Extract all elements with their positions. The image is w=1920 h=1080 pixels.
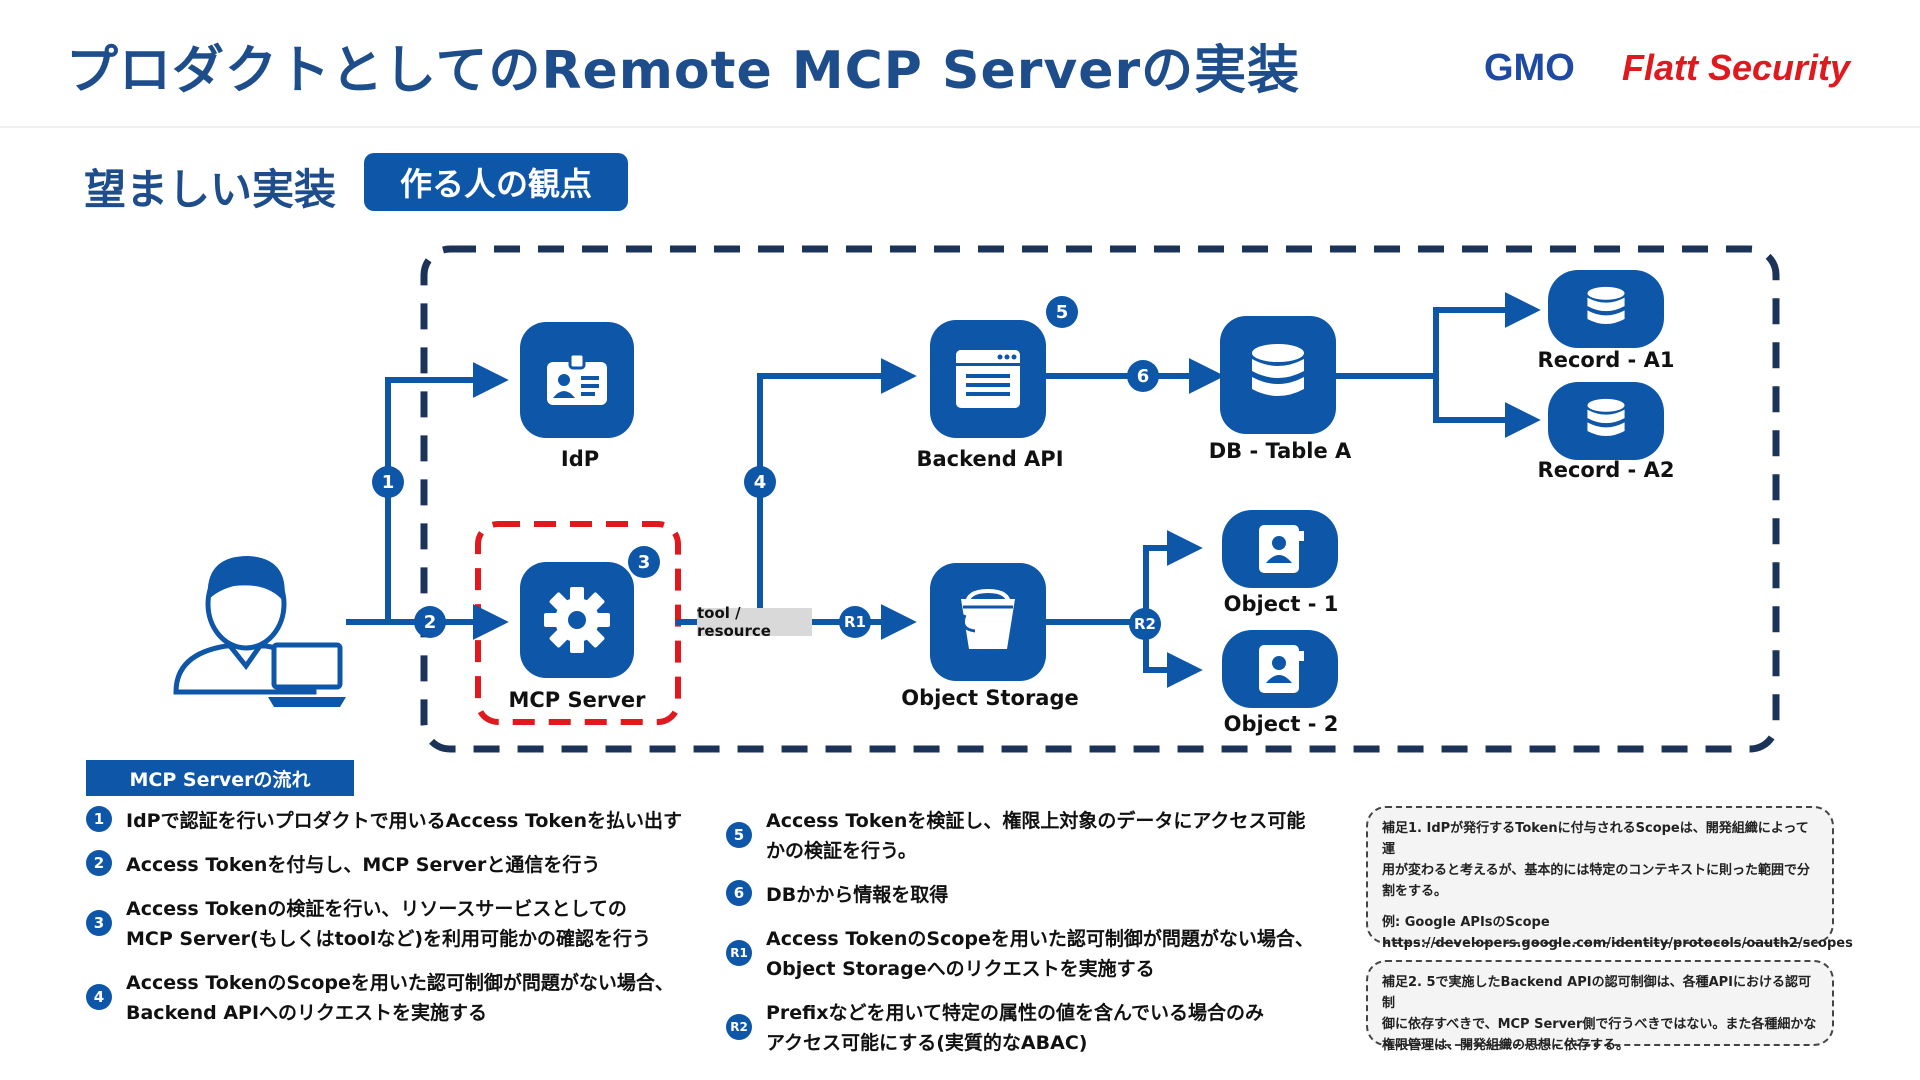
step-number: 3: [86, 910, 112, 936]
step-number: 5: [726, 822, 752, 848]
edge-number-6: 6: [1127, 360, 1159, 392]
object-1-node: [1222, 510, 1338, 588]
edge-db-record-a1: [1433, 292, 1541, 376]
section-subtitle: 望ましい実装: [84, 165, 337, 214]
database-icon: [1587, 398, 1625, 436]
object-2-label: Object - 2: [1223, 712, 1339, 736]
edge-number-1: 1: [372, 466, 404, 498]
contact-file-icon: [1259, 525, 1304, 573]
step-text: Access TokenのScopeを用いた認可制御が問題がない場合、 Back…: [126, 972, 674, 1024]
flow-title: MCP Serverの流れ: [86, 760, 354, 796]
flow-step: R2 Prefixなどを用いて特定の属性の値を含んでいる場合のみ アクセス可能に…: [726, 998, 1264, 1058]
record-a1-node: [1548, 270, 1664, 348]
edge-storage-object-1: [1143, 530, 1203, 622]
edge-number-2: 2: [414, 606, 446, 638]
browser-window-icon: [956, 350, 1020, 408]
step-text: IdPで認証を行いプロダクトで用いるAccess Tokenを払い出す: [126, 810, 682, 832]
flow-step: 1 IdPで認証を行いプロダクトで用いるAccess Tokenを払い出す: [86, 806, 682, 836]
step-number: 1: [86, 806, 112, 832]
flow-step: 6 DBかから情報を取得: [726, 880, 948, 910]
edge-mcp-backend: [757, 358, 917, 622]
flow-step: 2 Access Tokenを付与し、MCP Serverと通信を行う: [86, 850, 600, 880]
backend-api-label: Backend API: [916, 447, 1064, 471]
edge-user-idp: [385, 362, 509, 622]
edge-db-record-a2: [1433, 376, 1541, 438]
gear-icon: [544, 587, 610, 653]
db-table-node: [1220, 316, 1336, 434]
bucket-icon: [961, 589, 1015, 649]
step-number: R2: [726, 1014, 752, 1040]
supplement-note-1: 補足1. IdPが発行するTokenに付与されるScopeは、開発組織によって運…: [1366, 806, 1853, 951]
logo-gmo-text: GMO: [1484, 47, 1575, 89]
backend-api-node: [930, 320, 1046, 438]
step-text: Access Tokenを検証し、権限上対象のデータにアクセス可能 かの検証を行…: [766, 810, 1306, 862]
record-a2-label: Record - A2: [1537, 458, 1675, 482]
edge-number-r2: R2: [1129, 608, 1161, 640]
db-table-label: DB - Table A: [1208, 439, 1352, 463]
perspective-badge: 作る人の観点: [364, 153, 628, 211]
edge-number-3: 3: [628, 546, 660, 578]
step-number: 4: [86, 984, 112, 1010]
gmo-flatt-security-logo: GMO Flatt Security: [1484, 47, 1852, 89]
note-2-text: 補足2. 5で実施したBackend APIの認可制御は、各種APIにおける認可…: [1382, 975, 1817, 1053]
note-1-text: 補足1. IdPが発行するTokenに付与されるScopeは、開発組織によって運…: [1382, 821, 1810, 899]
flow-step: 3 Access Tokenの検証を行い、リソースサービスとしての MCP Se…: [86, 894, 651, 954]
step-text: Prefixなどを用いて特定の属性の値を含んでいる場合のみ アクセス可能にする(…: [766, 1002, 1265, 1054]
contact-file-icon: [1259, 645, 1304, 693]
edge-number-r1: R1: [839, 606, 871, 638]
edge-number-4: 4: [744, 466, 776, 498]
idp-node: [520, 322, 634, 438]
page-title: プロダクトとしてのRemote MCP Serverの実装: [66, 41, 1301, 101]
object-storage-label: Object Storage: [901, 686, 1079, 710]
logo-flatt-text: Flatt Security: [1622, 47, 1852, 88]
header: プロダクトとしてのRemote MCP Serverの実装 GMO Flatt …: [0, 0, 1920, 128]
object-2-node: [1222, 630, 1338, 708]
mcp-server-node: [520, 562, 634, 678]
mcp-server-label: MCP Server: [508, 688, 646, 712]
database-icon: [1587, 286, 1625, 324]
trust-boundary: [420, 245, 1780, 753]
flow-step: 4 Access TokenのScopeを用いた認可制御が問題がない場合、 Ba…: [86, 968, 674, 1028]
step-number: 6: [726, 880, 752, 906]
step-number: 2: [86, 850, 112, 876]
laptop-icon: [268, 642, 346, 707]
flow-step: 5 Access Tokenを検証し、権限上対象のデータにアクセス可能 かの検証…: [726, 806, 1305, 866]
step-text: Access Tokenの検証を行い、リソースサービスとしての MCP Serv…: [126, 898, 652, 950]
flow-step: R1 Access TokenのScopeを用いた認可制御が問題がない場合、 O…: [726, 924, 1314, 984]
id-badge-icon: [547, 352, 607, 405]
note-1-example: 例: Google APIsのScope https://developers.…: [1382, 915, 1853, 951]
step-text: DBかから情報を取得: [766, 884, 949, 906]
edge-number-5: 5: [1046, 296, 1078, 328]
supplement-note-2: 補足2. 5で実施したBackend APIの認可制御は、各種APIにおける認可…: [1366, 960, 1834, 1053]
object-storage-node: [930, 563, 1046, 681]
record-a2-node: [1548, 382, 1664, 460]
idp-label: IdP: [560, 447, 600, 471]
step-text: Access Tokenを付与し、MCP Serverと通信を行う: [126, 854, 601, 876]
tool-resource-tag: tool / resource: [697, 604, 812, 640]
step-text: Access TokenのScopeを用いた認可制御が問題がない場合、 Obje…: [766, 928, 1314, 980]
record-a1-label: Record - A1: [1537, 348, 1675, 372]
object-1-label: Object - 1: [1223, 592, 1339, 616]
step-number: R1: [726, 940, 752, 966]
database-icon: [1252, 344, 1304, 396]
